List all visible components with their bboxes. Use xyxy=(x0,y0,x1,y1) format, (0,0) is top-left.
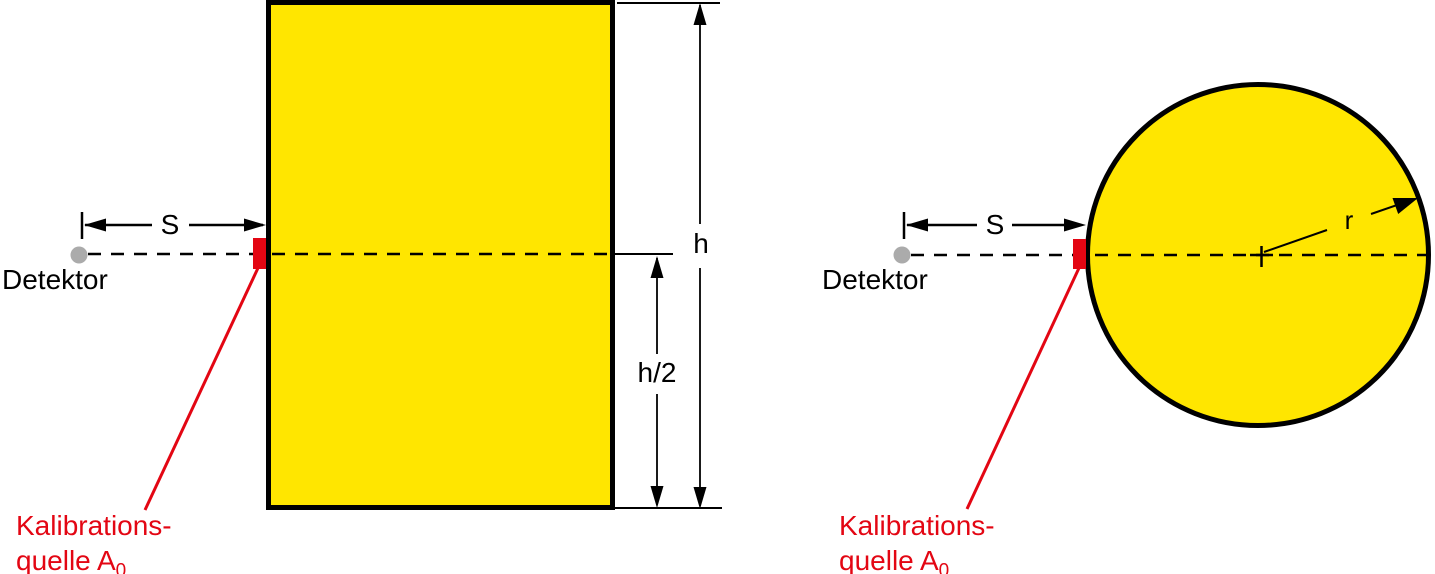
source-marker xyxy=(1073,239,1086,269)
radius-line-outer xyxy=(1370,203,1401,215)
source-pointer-line xyxy=(143,267,260,511)
arrowhead-left-icon xyxy=(84,218,106,232)
distance-dimension-arrow xyxy=(80,212,266,239)
detector-dot xyxy=(70,246,88,264)
arrowhead-down-icon xyxy=(693,487,707,509)
radius-dimension-arrow xyxy=(1263,198,1418,253)
slab-diagram xyxy=(70,0,722,511)
distance-label: S xyxy=(985,209,1005,240)
source-pointer-line xyxy=(965,267,1081,510)
calibration-source-label-line2: quelle A xyxy=(839,545,939,574)
height-label: h xyxy=(693,228,709,259)
center-plus-mark xyxy=(1250,246,1273,267)
sphere-diagram xyxy=(893,82,1431,510)
half-height-label: h/2 xyxy=(637,357,677,388)
radius-line-inner xyxy=(1263,229,1328,253)
distance-label: S xyxy=(160,209,180,240)
detector-label: Detektor xyxy=(2,264,108,295)
detector-label: Detektor xyxy=(822,264,928,295)
arrowhead-up-icon xyxy=(650,256,664,278)
arrowhead-left-icon xyxy=(906,218,928,232)
arrowhead-up-icon xyxy=(693,3,707,25)
arrowhead-upright-icon xyxy=(1392,198,1418,214)
source-marker xyxy=(253,238,266,269)
half-height-dimension-arrow xyxy=(650,256,664,508)
distance-dimension-arrow xyxy=(902,212,1086,239)
height-dimension-arrow xyxy=(693,3,707,509)
detector-dot xyxy=(893,246,911,264)
calibration-source-subscript: 0 xyxy=(938,560,950,574)
arrowhead-right-icon xyxy=(1064,218,1086,232)
calibration-source-label-line2: quelle A xyxy=(16,545,116,574)
radius-label: r xyxy=(1344,205,1354,235)
calibration-source-label: Kalibrations- quelle A0 xyxy=(839,508,995,574)
arrowhead-down-icon xyxy=(650,486,664,508)
calibration-source-label-line1: Kalibrations- xyxy=(16,510,172,541)
calibration-source-label-line1: Kalibrations- xyxy=(839,510,995,541)
arrowhead-right-icon xyxy=(244,218,266,232)
calibration-source-subscript: 0 xyxy=(115,560,127,574)
calibration-source-label: Kalibrations- quelle A0 xyxy=(16,508,172,574)
